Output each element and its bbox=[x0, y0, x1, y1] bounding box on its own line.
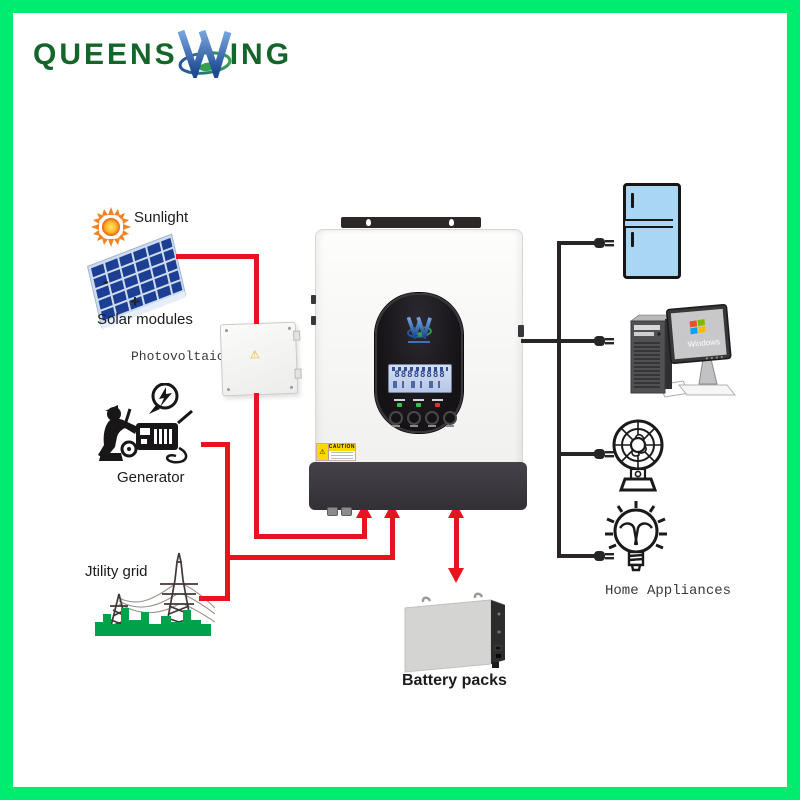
caution-sticker: ⚠ CAUTION bbox=[316, 443, 356, 461]
panel-button bbox=[407, 411, 421, 425]
panel-button bbox=[425, 411, 439, 425]
appliance-bus-line bbox=[557, 241, 561, 558]
battery-arrow-head-down bbox=[448, 568, 464, 583]
solar-minus-label: - bbox=[103, 272, 109, 291]
photovoltaic-box-icon: ⚠ bbox=[219, 321, 302, 397]
sun-icon bbox=[91, 207, 131, 247]
logo-text-ing: ING bbox=[229, 38, 293, 71]
pvbox-to-inverter-line bbox=[254, 534, 367, 539]
battery-pack-icon bbox=[404, 592, 506, 673]
utility-grid-label: Jtility grid bbox=[85, 563, 148, 580]
grid-line bbox=[199, 596, 227, 601]
logo-w-leaf-icon bbox=[177, 29, 232, 78]
fridge-icon bbox=[623, 183, 681, 279]
solar-panel-icon bbox=[87, 233, 187, 330]
inverter-control-panel: 88888888 bbox=[375, 293, 463, 433]
city-skyline-shape bbox=[95, 608, 211, 636]
caution-text: CAUTION bbox=[328, 444, 355, 451]
inverter-bottom-band bbox=[309, 462, 527, 510]
panel-button bbox=[389, 411, 403, 425]
inverter-logo-icon bbox=[406, 316, 432, 339]
generator-label: Generator bbox=[117, 469, 185, 486]
brand-logo: QUEENS ING bbox=[33, 29, 292, 81]
inverter-connector bbox=[341, 507, 352, 516]
panel-button bbox=[443, 411, 457, 425]
plug-icon bbox=[594, 336, 614, 346]
plug-icon bbox=[594, 551, 614, 561]
inverter-connector bbox=[327, 507, 338, 516]
ac-source-bus-line bbox=[225, 442, 230, 601]
bulb-branch-line bbox=[559, 554, 597, 558]
solar-to-pvbox-line-h bbox=[176, 254, 259, 259]
pv-warning-icon: ⚠ bbox=[249, 348, 260, 362]
computer-icon: Windows bbox=[630, 303, 737, 398]
fridge-branch-line bbox=[559, 241, 597, 245]
generator-line bbox=[201, 442, 228, 447]
solar-modules-label: Solar modules bbox=[97, 311, 193, 328]
ac-arrow-stem bbox=[390, 517, 395, 555]
generator-icon bbox=[98, 383, 193, 464]
battery-arrow-stem bbox=[454, 517, 459, 569]
home-appliances-label: Home Appliances bbox=[605, 583, 732, 599]
inverter-mount-bracket bbox=[341, 217, 481, 228]
plug-icon bbox=[594, 449, 614, 459]
fan-icon bbox=[612, 419, 664, 492]
status-led-green bbox=[397, 403, 402, 407]
battery-packs-label: Battery packs bbox=[402, 672, 507, 689]
fan-branch-line bbox=[559, 452, 597, 456]
light-bulb-icon bbox=[605, 501, 667, 572]
sunlight-label: Sunlight bbox=[134, 209, 189, 226]
plug-icon bbox=[594, 238, 614, 248]
utility-grid-icon bbox=[95, 552, 215, 636]
warning-triangle-icon: ⚠ bbox=[317, 444, 329, 460]
logo-text-queens: QUEENS bbox=[33, 38, 178, 71]
inverter-lcd-display: 88888888 bbox=[388, 364, 452, 393]
solar-plus-label: + bbox=[130, 292, 140, 311]
pvbox-down-line bbox=[254, 393, 259, 539]
solar-to-pvbox-line-v bbox=[254, 254, 259, 324]
ac-to-inverter-line bbox=[225, 555, 395, 560]
status-led-green bbox=[416, 403, 421, 407]
status-led-red bbox=[435, 403, 440, 407]
lcd-digits: 88888888 bbox=[394, 370, 446, 380]
windows-label: Windows bbox=[687, 337, 720, 349]
pv-arrow-stem bbox=[362, 517, 367, 536]
